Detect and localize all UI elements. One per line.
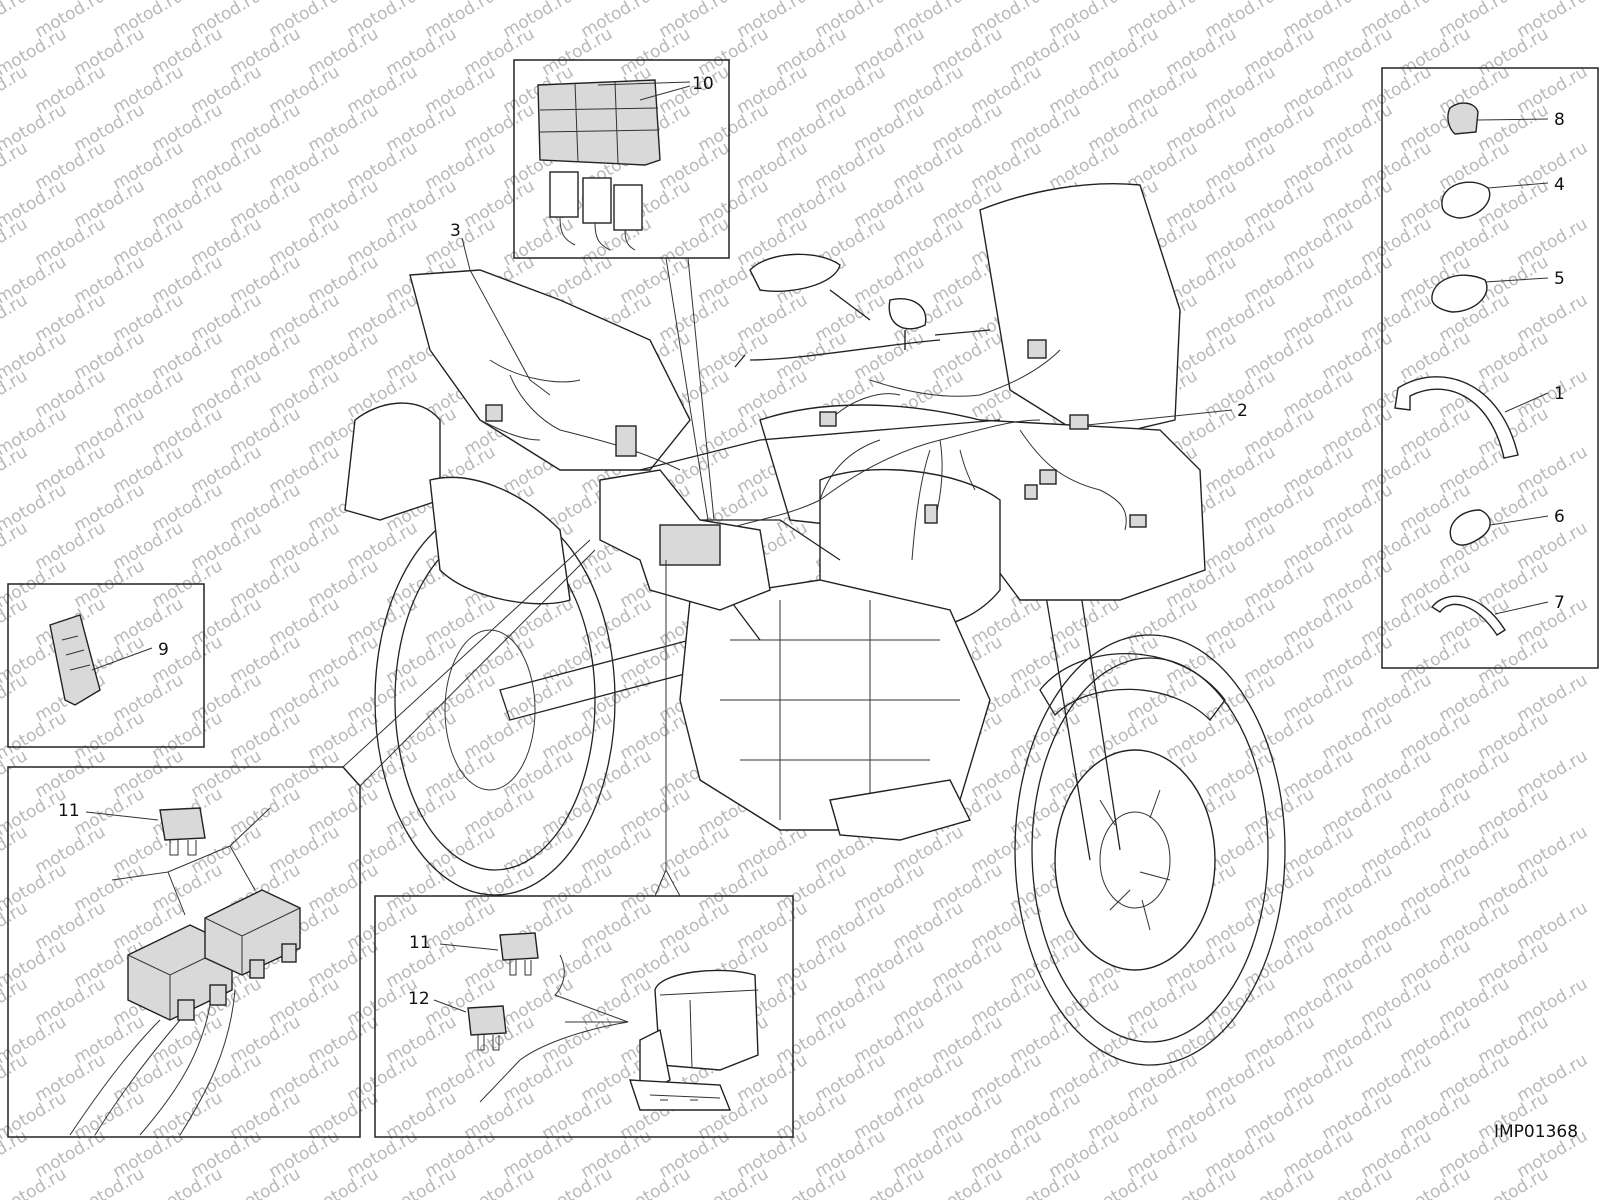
watermark-text: motod.ru [0, 290, 31, 346]
handlebar [734, 329, 991, 368]
callout-3: 3 [450, 221, 461, 241]
watermark-text: motod.ru [149, 1164, 227, 1200]
relay-b [204, 889, 301, 979]
main-fuse-box [629, 969, 759, 1111]
motorcycle-illustration [344, 183, 1286, 1066]
cover-detail-box: 9 [7, 583, 205, 748]
watermark-text: motod.ru [851, 1164, 929, 1200]
cable-tie-4: 4 [1441, 175, 1565, 219]
callout-7: 7 [1554, 593, 1565, 613]
watermark-text: motod.ru [0, 670, 31, 726]
callout-9: 9 [158, 640, 169, 660]
watermark-text: motod.ru [0, 974, 31, 1030]
fuse-box-detail-box: 11 12 [374, 560, 794, 1138]
watermark-text: motod.ru [0, 1126, 31, 1182]
strap-1: 1 [1394, 376, 1565, 459]
watermark-text: motod.ru [0, 898, 31, 954]
callout-10: 10 [692, 74, 714, 94]
main-callouts: 3 2 [450, 221, 1248, 426]
watermark-text: motod.ru [695, 1164, 773, 1200]
relay-detail-box: 10 [513, 59, 730, 521]
fuse-11-left: 11 [58, 801, 206, 856]
diagram-code: IMP01368 [1494, 1122, 1578, 1142]
cable-tie-7: 7 [1430, 593, 1565, 636]
cable-tie-5: 5 [1431, 269, 1565, 313]
leader-3 [461, 237, 551, 396]
leader-2 [1086, 409, 1233, 426]
watermark-text: motod.ru [1007, 1164, 1085, 1200]
callout-11-left: 11 [58, 801, 80, 821]
watermark-text: motod.ru [0, 214, 31, 270]
watermark-text: motod.ru [929, 1164, 1007, 1200]
watermark-text: motod.ru [0, 822, 31, 878]
relay-large [537, 79, 661, 166]
pointer-relay-box [665, 257, 715, 521]
watermark-text: motod.ru [0, 62, 31, 118]
watermark-text: motod.ru [1085, 1164, 1163, 1200]
windscreen [979, 183, 1181, 441]
connector-cover-9 [49, 614, 101, 706]
right-mirror [888, 298, 927, 350]
callout-1: 1 [1554, 384, 1565, 404]
pointer-left-box [342, 539, 596, 787]
watermark-text: motod.ru [0, 746, 31, 802]
front-fender [1039, 653, 1226, 721]
fuse-11-center: 11 [409, 932, 539, 976]
watermark-text: motod.ru [773, 1164, 851, 1200]
watermark-text: motod.ru [0, 366, 31, 422]
leader-10 [597, 81, 691, 101]
fasteners-detail-box: 8 4 5 1 6 7 [1381, 67, 1599, 669]
watermark-text: motod.ru [0, 1050, 31, 1106]
fuse-12: 12 [408, 989, 507, 1051]
watermark-text: motod.ru [0, 594, 31, 650]
front-wheel [1014, 634, 1286, 1066]
callout-4: 4 [1554, 175, 1565, 195]
callout-5: 5 [1554, 269, 1565, 289]
relay-fuse-detail-box-left: 11 [7, 539, 596, 1138]
watermark-text: motod.ru [539, 1164, 617, 1200]
watermark-text: motod.ru [617, 1164, 695, 1200]
watermark-text: motod.ru [305, 1164, 383, 1200]
watermark-text: motod.ru [0, 442, 31, 498]
watermark-text: motod.ru [0, 0, 31, 42]
watermark-text: motod.ru [461, 1164, 539, 1200]
watermark-text: motod.ru [71, 1164, 149, 1200]
license-plate-holder [344, 402, 441, 521]
left-mirror [749, 253, 871, 321]
watermark-text: motod.ru [0, 518, 31, 574]
skid-plate [829, 779, 972, 841]
callout-11-center: 11 [409, 933, 431, 953]
cable-tie-6: 6 [1449, 507, 1565, 546]
callout-2: 2 [1237, 401, 1248, 421]
callout-12: 12 [408, 989, 430, 1009]
watermark-text: motod.ru [1163, 1164, 1241, 1200]
watermark-text: motod.ru [383, 1164, 461, 1200]
leader-9 [91, 647, 153, 671]
callout-6: 6 [1554, 507, 1565, 527]
cable-clip-8: 8 [1447, 102, 1565, 135]
relay-block [659, 524, 721, 566]
relay-small [549, 171, 643, 251]
watermark-text: motod.ru [1241, 1164, 1319, 1200]
watermark-text: motod.ru [1397, 1164, 1475, 1200]
watermark-text: motod.ru [0, 138, 31, 194]
relay-wires [69, 989, 236, 1136]
exhaust [429, 476, 571, 605]
pointer-center-box [654, 560, 681, 897]
wiring-harness [479, 339, 1147, 561]
watermark-text: motod.ru [1475, 1164, 1553, 1200]
callout-8: 8 [1554, 110, 1565, 130]
watermark-text: motod.ru [1319, 1164, 1397, 1200]
watermark-text: motod.ru [227, 1164, 305, 1200]
